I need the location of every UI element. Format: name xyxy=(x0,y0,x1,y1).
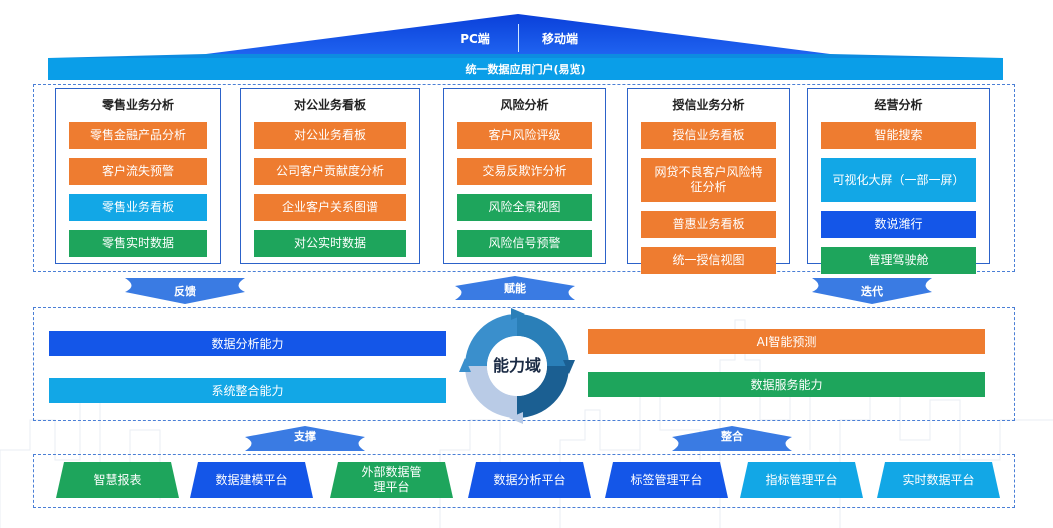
app-card-item: 可视化大屏（一部一屏） xyxy=(821,158,976,202)
app-card-item: 客户流失预警 xyxy=(69,158,207,185)
app-card-item: 零售实时数据 xyxy=(69,230,207,257)
platform-shape xyxy=(190,462,313,498)
iterate-arrow xyxy=(812,278,932,304)
app-card-item: 交易反欺诈分析 xyxy=(457,158,592,185)
app-card-item: 网贷不良客户风险特征分析 xyxy=(641,158,776,202)
capability-right-1: AI智能预测 xyxy=(588,329,985,354)
platform-label: 实时数据平台 xyxy=(902,472,975,487)
app-card: 对公业务看板对公业务看板公司客户贡献度分析企业客户关系图谱对公实时数据 xyxy=(240,88,420,264)
capability-left-2: 系统整合能力 xyxy=(49,378,446,403)
platform-item: 数据分析平台 xyxy=(468,462,591,498)
app-card-item: 风险全景视图 xyxy=(457,194,592,221)
platform-item: 实时数据平台 xyxy=(877,462,1000,498)
platform-layer xyxy=(33,454,1015,508)
platform-label: 智慧报表 xyxy=(93,472,142,487)
empower-label: 赋能 xyxy=(504,282,526,295)
feedback-arrow xyxy=(125,278,245,304)
integrate-arrow xyxy=(672,426,792,451)
app-card-item: 统一授信视图 xyxy=(641,247,776,274)
app-card-title: 经营分析 xyxy=(874,97,923,112)
app-card-item: 风险信号预警 xyxy=(457,230,592,257)
top-flow-arrows xyxy=(125,276,932,304)
app-card-item: 客户风险评级 xyxy=(457,122,592,149)
app-card-item: 公司客户贡献度分析 xyxy=(254,158,406,185)
portal-bar: 统一数据应用门户(易览) xyxy=(48,58,1003,80)
platform-shape xyxy=(468,462,591,498)
support-label: 支撑 xyxy=(294,430,316,443)
platform-label: 数据建模平台 xyxy=(215,472,288,487)
platform-item: 数据建模平台 xyxy=(190,462,313,498)
capability-right-2: 数据服务能力 xyxy=(588,372,985,397)
platform-item: 指标管理平台 xyxy=(740,462,863,498)
mobile-channel-label: 移动端 xyxy=(541,31,578,46)
platform-label: 外部数据管理平台 xyxy=(361,465,422,494)
app-card: 零售业务分析零售金融产品分析客户流失预警零售业务看板零售实时数据 xyxy=(55,88,221,264)
platform-label: 数据分析平台 xyxy=(493,472,566,487)
app-card: 授信业务分析授信业务看板网贷不良客户风险特征分析普惠业务看板统一授信视图 xyxy=(627,88,790,274)
app-card-item: 零售业务看板 xyxy=(69,194,207,221)
platform-shape xyxy=(605,462,728,498)
capability-center-label: 能力域 xyxy=(492,356,541,375)
app-card-title: 风险分析 xyxy=(500,97,549,112)
platform-item: 标签管理平台 xyxy=(605,462,728,498)
platform-label: 指标管理平台 xyxy=(765,472,838,487)
platform-shape xyxy=(56,462,179,498)
platform-label: 标签管理平台 xyxy=(630,472,703,487)
integrate-label: 整合 xyxy=(721,430,743,443)
platform-item: 智慧报表 xyxy=(56,462,179,498)
app-card-title: 对公业务看板 xyxy=(293,97,366,112)
platform-item: 外部数据管理平台 xyxy=(330,462,453,498)
app-card-title: 授信业务分析 xyxy=(672,97,745,112)
app-card-title: 零售业务分析 xyxy=(101,97,174,112)
app-card-item: 企业客户关系图谱 xyxy=(254,194,406,221)
support-arrow xyxy=(245,426,365,451)
platform-shape xyxy=(740,462,863,498)
capability-left-1: 数据分析能力 xyxy=(49,331,446,356)
app-card-item: 对公业务看板 xyxy=(254,122,406,149)
app-card-item: 普惠业务看板 xyxy=(641,211,776,238)
capability-layer xyxy=(33,307,1015,421)
app-card: 风险分析客户风险评级交易反欺诈分析风险全景视图风险信号预警 xyxy=(443,88,606,264)
app-card-item: 零售金融产品分析 xyxy=(69,122,207,149)
app-card-item: 管理驾驶舱 xyxy=(821,247,976,274)
platform-shape xyxy=(877,462,1000,498)
application-layer xyxy=(33,84,1015,272)
feedback-label: 反馈 xyxy=(174,285,196,298)
platform-shape xyxy=(330,462,453,498)
bottom-flow-arrows xyxy=(245,426,792,451)
app-card-item: 智能搜索 xyxy=(821,122,976,149)
app-card: 经营分析智能搜索可视化大屏（一部一屏） 数说潍行管理驾驶舱 xyxy=(807,88,990,274)
empower-arrow xyxy=(455,276,575,300)
app-card-item: 对公实时数据 xyxy=(254,230,406,257)
app-card-item: 授信业务看板 xyxy=(641,122,776,149)
capability-wheel xyxy=(459,308,575,424)
pc-channel-label: PC端 xyxy=(460,31,490,46)
channel-divider xyxy=(518,24,519,52)
app-card-item: 数说潍行 xyxy=(821,211,976,238)
iterate-label: 迭代 xyxy=(861,285,883,298)
